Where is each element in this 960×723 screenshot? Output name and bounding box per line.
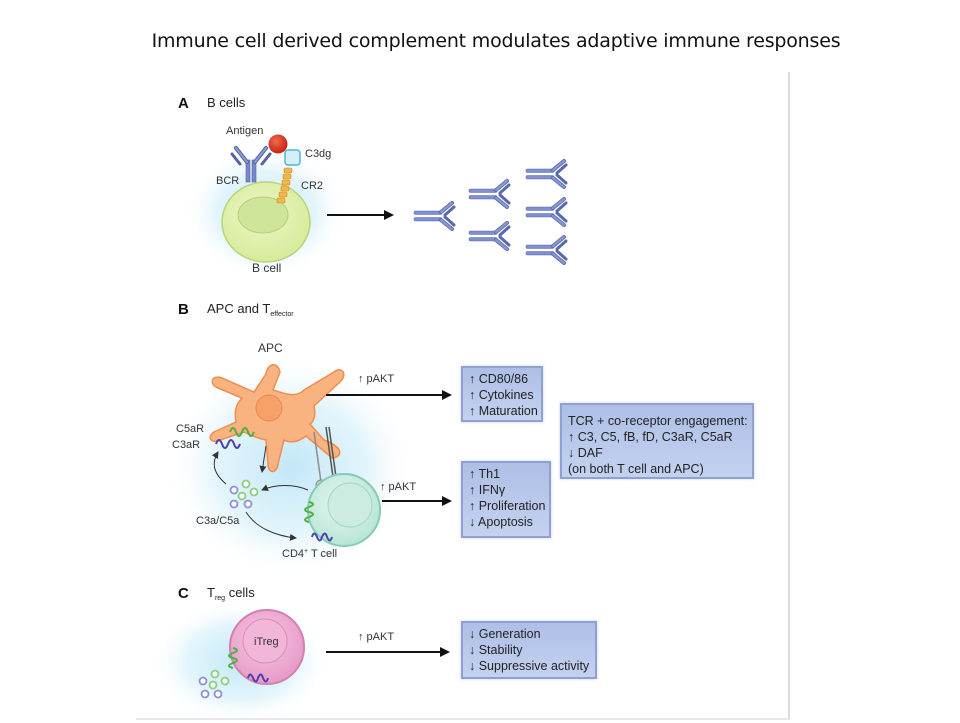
- cd4-t-cell-nucleus: [327, 482, 373, 528]
- tcr-box-line: (on both T cell and APC): [568, 462, 704, 476]
- panel-c-heading-main: T: [207, 585, 215, 600]
- treg-effect-item: ↓ Generation: [469, 627, 541, 641]
- panel-a-letter: A: [178, 95, 189, 112]
- cd4-t-cell-label: CD4+ T cell: [282, 548, 337, 560]
- cr2-label: CR2: [301, 180, 323, 192]
- pakt-label-apc: ↑ pAKT: [358, 373, 394, 385]
- panel-b-letter: B: [178, 301, 189, 318]
- antibody-icon: [524, 159, 568, 189]
- treg-c5ar-icon: [228, 647, 238, 669]
- costim-stalk-2: [328, 426, 337, 478]
- treg-effect-item: ↓ Suppressive activity: [469, 659, 590, 673]
- t-cell-effect-item: ↑ IFNγ: [469, 483, 506, 497]
- treg-effects-box: ↓ Generation ↓ Stability ↓ Suppressive a…: [461, 621, 597, 679]
- antibody-icon: [467, 179, 511, 209]
- panel-b: B APC and Teffector: [166, 301, 452, 577]
- antibody-icon: [467, 221, 511, 251]
- c3dg-icon: [284, 149, 301, 166]
- panel-c-heading-rest: cells: [225, 585, 255, 600]
- feedback-arrow-t-cell: [245, 511, 297, 541]
- apc-label: APC: [258, 341, 283, 355]
- panel-c-heading-sub: reg: [215, 595, 225, 602]
- apc-effect-item: ↑ Maturation: [469, 404, 538, 418]
- panel-a-heading: B cells: [207, 95, 246, 110]
- cd4-label-main: CD4: [282, 548, 304, 560]
- figure-frame: A B cells: [136, 72, 790, 723]
- tcr-box-line: TCR + co-receptor engagement:: [568, 414, 748, 428]
- bcr-label: BCR: [216, 175, 239, 187]
- panel-c-letter: C: [178, 585, 189, 602]
- t-cell-c5ar-icon: [304, 501, 314, 523]
- t-cell-c3ar-icon: [311, 532, 333, 542]
- cr2-receptor-icon: [276, 167, 293, 204]
- t-cell-effects-box: ↑ Th1 ↑ IFNγ ↑ Proliferation ↓ Apoptosis: [461, 461, 551, 538]
- costim-stalk-1: [325, 426, 334, 478]
- c3a-c5a-label: C3a/C5a: [196, 515, 240, 527]
- t-cell-effect-item: ↓ Apoptosis: [469, 515, 533, 529]
- treg-effect-item: ↓ Stability: [469, 643, 523, 657]
- apc-effects-box: ↑ CD80/86 ↑ Cytokines ↑ Maturation: [461, 366, 543, 422]
- c3ar-label: C3aR: [172, 439, 200, 451]
- tcr-box-line: ↑ C3, C5, fB, fD, C3aR, C5aR: [568, 430, 733, 444]
- cd4-label-sup: +: [304, 548, 308, 555]
- antibodies-group: [412, 159, 568, 265]
- pakt-label-t-cell: ↑ pAKT: [380, 481, 416, 493]
- pakt-label-treg: ↑ pAKT: [358, 631, 394, 643]
- panel-c-heading: Treg cells: [207, 585, 255, 602]
- antigen-icon: [268, 134, 288, 154]
- tcr-engagement-box: TCR + co-receptor engagement: ↑ C3, C5, …: [560, 403, 754, 479]
- panel-a: A B cells: [178, 95, 568, 278]
- apc-effect-item: ↑ Cytokines: [469, 388, 534, 402]
- itreg-nucleus: [242, 618, 288, 664]
- apc-nucleus: [255, 394, 283, 422]
- antigen-label: Antigen: [226, 125, 263, 137]
- panel-b-heading-main: APC and T: [207, 301, 270, 316]
- panel-b-heading: APC and Teffector: [207, 301, 294, 318]
- tcr-box-line: ↓ DAF: [568, 446, 603, 460]
- treg-c3a-c5a-molecules: [198, 669, 230, 699]
- figure-canvas: A B cells: [151, 95, 568, 723]
- panel-b-glow: [166, 357, 416, 577]
- panel-c: C Treg cells iTreg ↑ pAKT: [151, 585, 450, 723]
- c3dg-label: C3dg: [305, 148, 331, 160]
- t-cell-release-arrow: [261, 484, 309, 491]
- mhc-stalk: [313, 431, 322, 483]
- slide-title: Immune cell derived complement modulates…: [151, 30, 841, 52]
- t-cell-effect-item: ↑ Th1: [469, 467, 501, 481]
- t-cell-effect-item: ↑ Proliferation: [469, 499, 546, 513]
- feedback-arrow-apc: [211, 451, 227, 485]
- treg-c3ar-icon: [247, 673, 269, 683]
- panel-b-heading-sub: effector: [270, 311, 294, 318]
- apc-effect-item: ↑ CD80/86: [469, 372, 529, 386]
- antibody-icon: [412, 201, 456, 231]
- b-cell-label: B cell: [252, 261, 281, 275]
- antibody-icon: [524, 197, 568, 227]
- c3ar-receptor-icon: [215, 439, 241, 449]
- c5ar-receptor-icon: [229, 427, 255, 437]
- c3a-c5a-molecules: [229, 479, 259, 509]
- cd4-label-rest: T cell: [308, 548, 337, 560]
- bcr-receptor-icon: [230, 146, 272, 183]
- antibody-icon: [524, 235, 568, 265]
- c5ar-label: C5aR: [176, 423, 204, 435]
- b-cell-nucleus: [237, 196, 289, 234]
- apc-release-arrow: [259, 445, 267, 473]
- itreg-label: iTreg: [254, 636, 279, 648]
